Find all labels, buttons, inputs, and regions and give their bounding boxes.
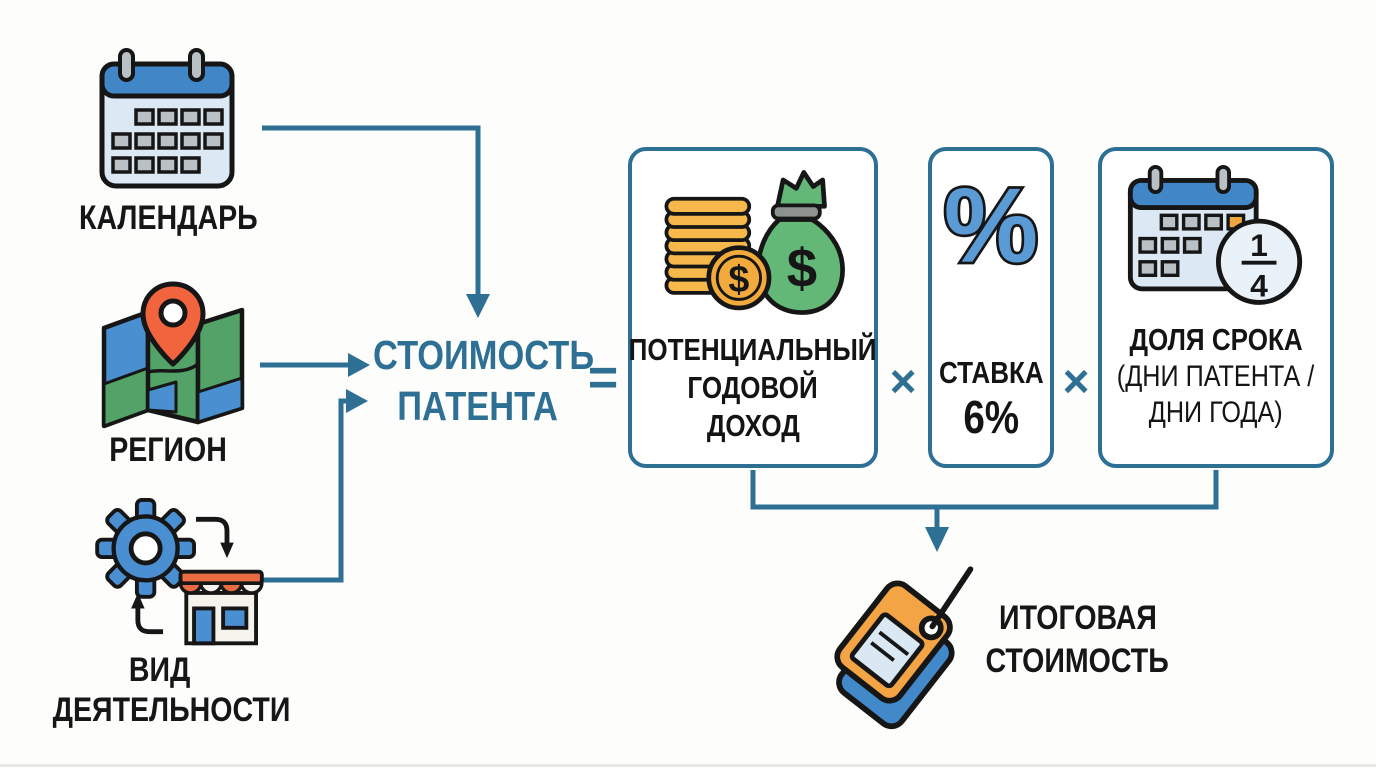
equals-sign: = xyxy=(587,349,619,407)
factor-term-line2: (ДНИ ПАТЕНТА / xyxy=(1117,360,1315,393)
price-tag-icon xyxy=(834,566,974,730)
tag-label-area xyxy=(849,612,925,689)
input-activity-label-line1: ВИД xyxy=(129,651,191,689)
cycle-arrowhead-up xyxy=(131,592,145,609)
multiply-sign-2: × xyxy=(1062,355,1090,407)
factor-income-label: ПОТЕНЦИАЛЬНЫЙ ГОДОВОЙ ДОХОД xyxy=(605,331,900,445)
gear-store-icon xyxy=(95,498,264,646)
store-icon xyxy=(178,569,264,646)
coin-dollar-sign: $ xyxy=(728,258,749,300)
fraction-denominator: 4 xyxy=(1250,268,1268,304)
input-region-label-text: РЕГИОН xyxy=(109,431,227,469)
arrowhead-right-region xyxy=(348,353,370,377)
input-calendar-label-text: КАЛЕНДАРЬ xyxy=(78,199,258,237)
result-title: СТОИМОСТЬ ПАТЕНТА xyxy=(352,330,604,432)
input-calendar-label: КАЛЕНДАРЬ xyxy=(48,198,288,238)
factor-income-line1: ПОТЕНЦИАЛЬНЫЙ xyxy=(629,332,877,367)
factor-rate-line2: 6% xyxy=(963,391,1019,443)
calendar-icon xyxy=(99,48,235,189)
factor-term-line1: ДОЛЯ СРОКА xyxy=(1129,322,1303,357)
tag-string xyxy=(929,566,974,630)
output-total-line2: СТОИМОСТЬ xyxy=(985,642,1170,680)
factor-term-line3: ДНИ ГОДА) xyxy=(1149,396,1283,429)
connector-factors-bottom xyxy=(750,470,1219,510)
factor-rate-line1: СТАВКА xyxy=(938,355,1044,390)
dollar-coin-icon: $ xyxy=(706,245,772,311)
gear-icon xyxy=(95,498,196,599)
factor-income-line2: ГОДОВОЙ xyxy=(687,370,819,405)
percent-glyph: % xyxy=(944,175,1038,283)
money-bag-icon: $ xyxy=(756,170,845,315)
percent-icon: % xyxy=(941,175,1041,283)
factor-box-income: $ $ ПОТЕНЦИАЛЬНЫЙ ГОДОВОЙ ДОХОД xyxy=(628,147,878,468)
factor-box-term-share: 1 4 ДОЛЯ СРОКА (ДНИ ПАТЕНТА / ДНИ ГОДА) xyxy=(1098,147,1334,468)
fraction-numerator: 1 xyxy=(1250,227,1268,263)
factor-box-rate: % СТАВКА 6% xyxy=(928,147,1054,468)
cycle-arrowhead-down xyxy=(220,542,234,559)
factor-term-label: ДОЛЯ СРОКА (ДНИ ПАТЕНТА / ДНИ ГОДА) xyxy=(1098,321,1333,431)
factor-income-line3: ДОХОД xyxy=(706,408,800,443)
calendar-fraction-icon: 1 4 xyxy=(1127,165,1303,305)
input-region-label: РЕГИОН xyxy=(48,430,288,470)
input-activity-label-line2: ДЕЯТЕЛЬНОСТИ xyxy=(52,691,291,729)
factor-rate-label: СТАВКА 6% xyxy=(929,354,1054,442)
result-title-line2: ПАТЕНТА xyxy=(397,383,559,429)
input-activity-label: ВИД ДЕЯТЕЛЬНОСТИ xyxy=(30,650,291,730)
money-icon: $ $ xyxy=(664,170,845,315)
bag-dollar-sign: $ xyxy=(787,238,817,299)
result-title-line1: СТОИМОСТЬ xyxy=(373,332,595,378)
output-total-label: ИТОГОВАЯ СТОИМОСТЬ xyxy=(965,597,1190,683)
arrow-calendar-to-result xyxy=(262,125,481,296)
arrowhead-right-activity xyxy=(346,389,368,413)
output-total-line1: ИТОГОВАЯ xyxy=(998,599,1157,637)
map-pin-icon xyxy=(101,281,245,429)
bottom-edge-shadow xyxy=(0,764,1376,767)
arrowhead-down-result xyxy=(466,294,490,318)
arrowhead-down-total xyxy=(925,527,949,552)
multiply-sign-1: × xyxy=(889,355,917,407)
cycle-arrows-icon xyxy=(135,516,230,635)
fraction-quarter-icon: 1 4 xyxy=(1216,218,1303,305)
arrow-activity-to-result xyxy=(260,398,350,583)
